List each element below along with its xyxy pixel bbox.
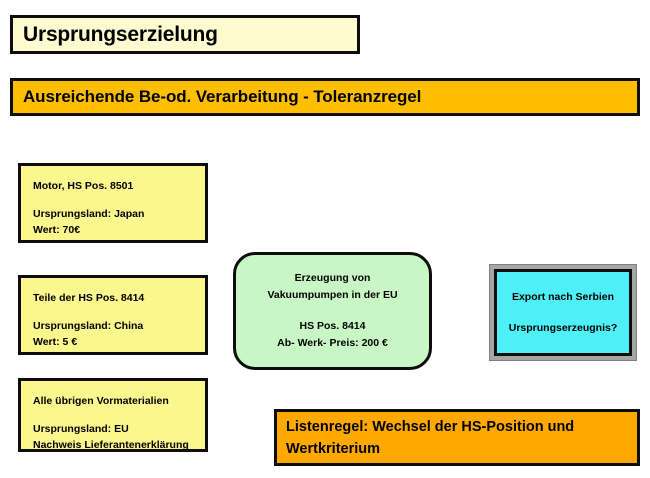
production-price: Ab- Werk- Preis: 200 € [277, 337, 388, 349]
section-header-label: Ausreichende Be-od. Verarbeitung - Toler… [23, 87, 422, 106]
page-title: Ursprungserzielung [23, 22, 218, 46]
production-line-1: Erzeugung von [294, 272, 371, 284]
material-name: Alle übrigen Vormaterialien [33, 395, 169, 407]
material-origin: Ursprungsland: EU [33, 423, 129, 435]
slide-title-box: Ursprungserzielung [10, 15, 360, 54]
production-card: Erzeugung von Vakuumpumpen in der EU HS … [233, 252, 432, 370]
material-card-other: Alle übrigen Vormaterialien Ursprungslan… [18, 378, 208, 452]
list-rule-card: Listenregel: Wechsel der HS-Position und… [274, 409, 640, 466]
production-hs-position: HS Pos. 8414 [299, 320, 366, 332]
spacer [33, 306, 205, 318]
material-card-motor: Motor, HS Pos. 8501 Ursprungsland: Japan… [18, 163, 208, 243]
material-value: Wert: 5 € [33, 336, 78, 348]
material-origin: Ursprungsland: China [33, 320, 144, 332]
material-card-parts: Teile der HS Pos. 8414 Ursprungsland: Ch… [18, 275, 208, 355]
material-value: Wert: 70€ [33, 224, 81, 236]
export-destination: Export nach Serbien [511, 290, 615, 303]
material-name: Motor, HS Pos. 8501 [33, 180, 134, 192]
material-value: Nachweis Lieferantenerklärung [33, 439, 189, 451]
list-rule-line-1: Listenregel: Wechsel der HS-Position und [286, 418, 575, 435]
export-card-frame: Export nach Serbien Ursprungserzeugnis? [489, 264, 637, 361]
spacer [33, 194, 205, 206]
spacer [33, 409, 205, 421]
material-origin: Ursprungsland: Japan [33, 208, 145, 220]
export-question: Ursprungserzeugnis? [508, 321, 618, 334]
list-rule-line-2: Wertkriterium [286, 440, 381, 457]
section-header-bar: Ausreichende Be-od. Verarbeitung - Toler… [10, 78, 640, 116]
production-line-2: Vakuumpumpen in der EU [267, 289, 398, 301]
export-card: Export nach Serbien Ursprungserzeugnis? [494, 269, 632, 356]
material-name: Teile der HS Pos. 8414 [33, 292, 145, 304]
